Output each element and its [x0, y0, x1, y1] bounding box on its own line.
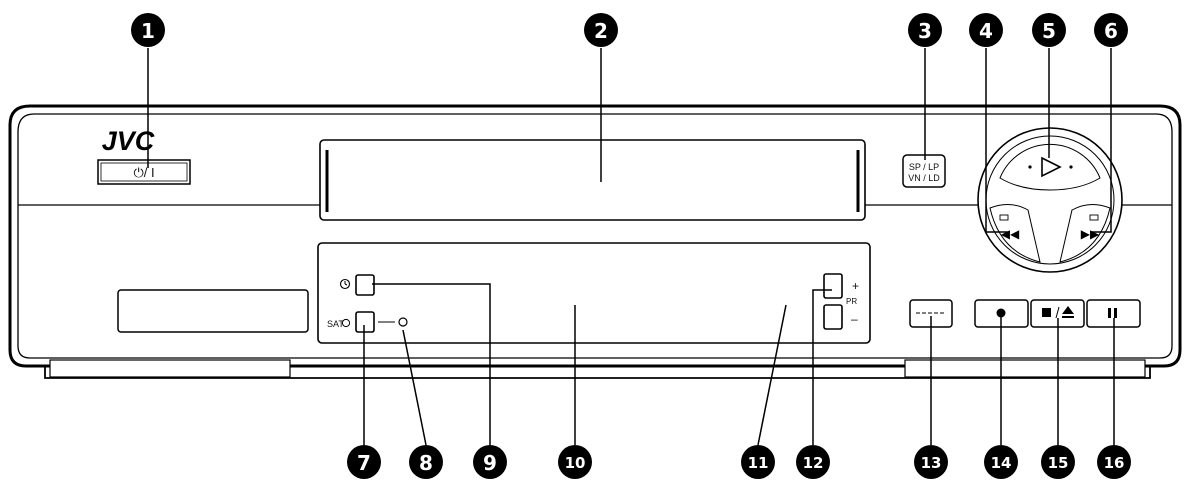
sat-indicator: [398, 317, 408, 327]
callout-15: 15: [1041, 445, 1075, 479]
brand-logo: JVC: [102, 126, 155, 156]
vn-ld-label: VN / LD: [908, 173, 940, 183]
svg-text:10: 10: [565, 454, 586, 472]
svg-text:1: 1: [141, 19, 155, 43]
svg-text:14: 14: [991, 454, 1012, 472]
callout-12: 12: [796, 445, 830, 479]
svg-text:11: 11: [748, 454, 769, 472]
svg-text:8: 8: [419, 451, 433, 475]
front-flap: [317, 242, 871, 344]
pr-plus-label: +: [852, 279, 859, 293]
sat-clock-icon: [341, 318, 351, 328]
callout-14: 14: [984, 445, 1018, 479]
pr-down-button[interactable]: –: [823, 304, 858, 330]
audio-button[interactable]: [909, 299, 953, 328]
record-button[interactable]: [974, 299, 1029, 328]
play-icon: [1041, 156, 1062, 178]
callout-2: 2: [584, 13, 618, 47]
svg-text:5: 5: [1042, 19, 1056, 43]
svg-text:12: 12: [803, 454, 824, 472]
clock-icon: [339, 278, 351, 290]
power-button-label: ⏻/ I: [133, 165, 154, 180]
play-button[interactable]: [999, 143, 1101, 191]
svg-text:3: 3: [918, 19, 932, 43]
display-window: [117, 289, 309, 333]
fast-forward-button[interactable]: ▶▶: [1059, 204, 1111, 263]
pause-button[interactable]: [1086, 299, 1141, 328]
leader-lines: [147, 48, 1115, 446]
pr-label: PR: [846, 297, 857, 306]
svg-text:2: 2: [594, 19, 608, 43]
sp-lp-label: SP / LP: [909, 162, 939, 172]
callout-11: 11: [741, 445, 775, 479]
callout-16: 16: [1097, 445, 1131, 479]
eject-icon: [1062, 306, 1074, 318]
rewind-icon: ◀◀: [1001, 227, 1020, 241]
power-button[interactable]: ⏻/ I: [97, 159, 191, 185]
callout-8: 8: [409, 445, 443, 479]
callout-4: 4: [969, 13, 1003, 47]
callout-1: 1: [131, 13, 165, 47]
timer-button[interactable]: [339, 274, 375, 296]
svg-text:7: 7: [357, 451, 371, 475]
svg-text:4: 4: [979, 19, 993, 43]
callout-13: 13: [914, 445, 948, 479]
svg-text:16: 16: [1104, 454, 1125, 472]
stop-eject-button[interactable]: [1030, 299, 1085, 328]
svg-text:6: 6: [1104, 19, 1118, 43]
sp-lp-button[interactable]: SP / LP VN / LD: [902, 154, 946, 188]
callout-7: 7: [347, 445, 381, 479]
callout-5: 5: [1032, 13, 1066, 47]
callout-9: 9: [473, 445, 507, 479]
rewind-button[interactable]: ◀◀: [989, 204, 1041, 263]
sat-button[interactable]: SAT: [327, 311, 375, 333]
fast-forward-icon: ▶▶: [1081, 227, 1100, 241]
callout-markers: 1 2 3 4 5 6 7 8 9 10 11 12 13 14 15 16: [131, 13, 1131, 479]
callout-3: 3: [908, 13, 942, 47]
svg-text:9: 9: [483, 451, 497, 475]
svg-text:13: 13: [921, 454, 942, 472]
callout-10: 10: [558, 445, 592, 479]
sat-label: SAT: [327, 319, 344, 329]
callout-6: 6: [1094, 13, 1128, 47]
pause-icon: [1108, 308, 1111, 318]
cassette-slot[interactable]: [319, 139, 866, 221]
pr-up-button[interactable]: +: [823, 273, 859, 299]
pr-minus-label: –: [851, 312, 858, 326]
svg-text:15: 15: [1048, 454, 1069, 472]
record-icon: [996, 308, 1006, 318]
stop-icon: [1042, 308, 1051, 317]
